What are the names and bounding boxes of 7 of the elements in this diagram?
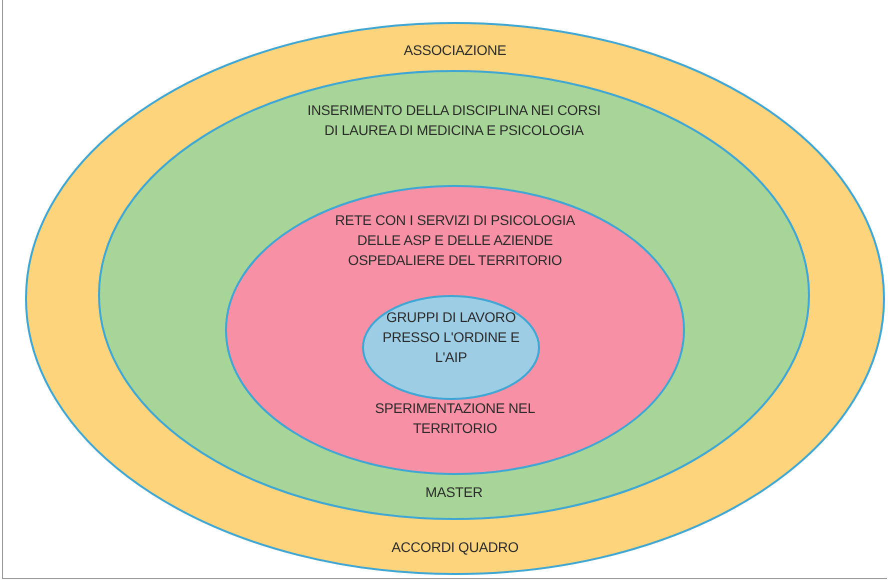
ellipse-label: MASTER [424, 483, 484, 502]
ellipse-label: SPERIMENTAZIONE NEL TERRITORIO [374, 399, 536, 438]
ellipse-label: ASSOCIAZIONE [402, 41, 508, 60]
ellipse-label: RETE CON I SERVIZI DI PSICOLOGIA DELLE ASP E DELLE AZIENDE OSPEDALIERE DEL TERRITORIO [334, 211, 576, 270]
ellipse-label: ACCORDI QUADRO [390, 538, 520, 557]
ellipse-label: GRUPPI DI LAVORO PRESSO L'ORDINE E L'AIP [382, 308, 520, 367]
ellipse-label: INSERIMENTO DELLA DISCIPLINA NEI CORSI DI LAUREA DI MEDICINA E PSICOLOGIA [306, 101, 602, 140]
